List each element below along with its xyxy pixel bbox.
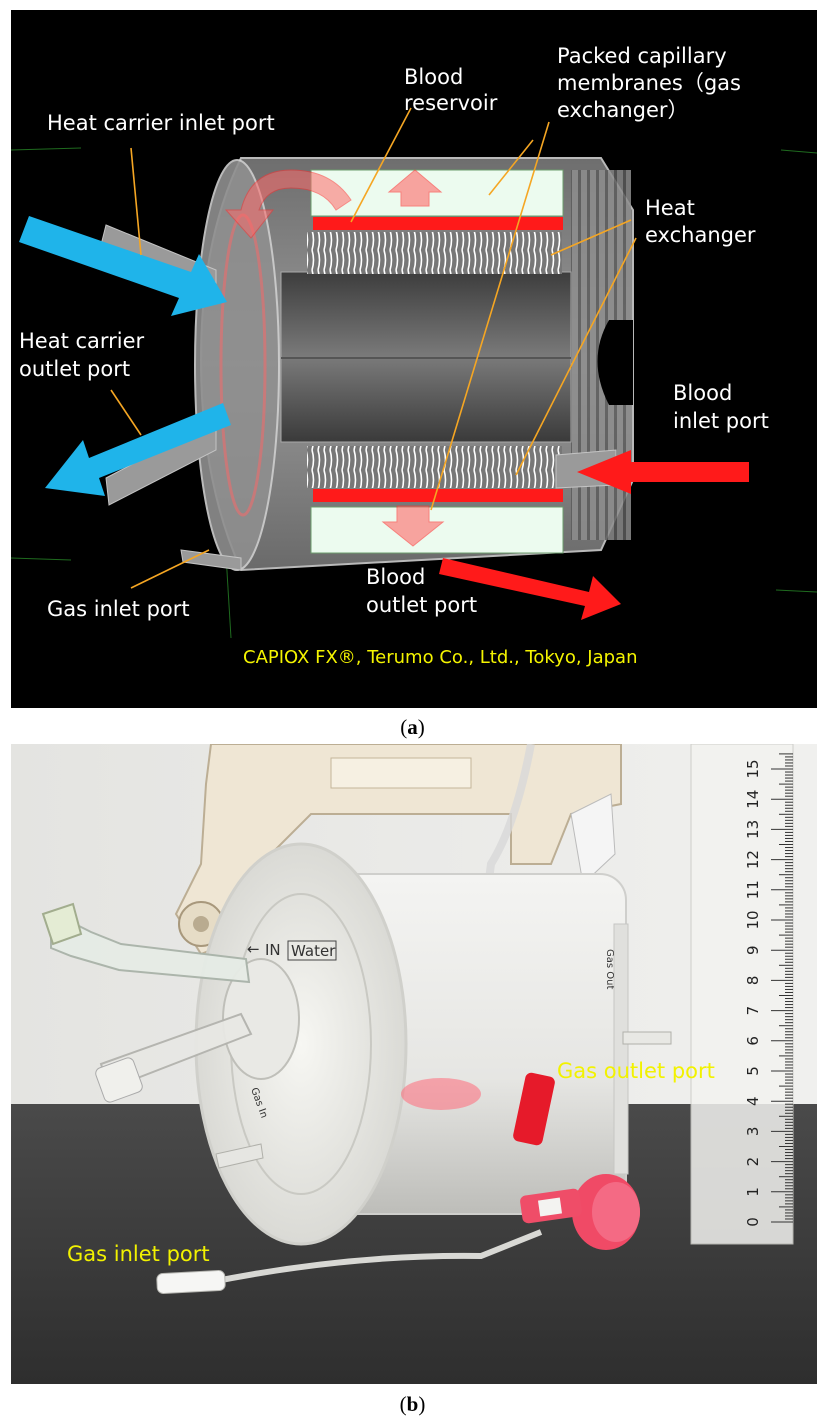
ruler-label: 1 (744, 1187, 762, 1197)
panel-a-cutaway-diagram: Heat carrier inlet port Blood reservoir … (10, 10, 818, 708)
ruler-label: 4 (744, 1096, 762, 1106)
caption-a: (a) (400, 715, 425, 739)
marking-water: Water (291, 942, 336, 960)
label-heat-carrier-outlet-line2: outlet port (19, 357, 130, 381)
label-packed-membranes-line2: membranes（gas (557, 71, 741, 95)
ruler-label: 12 (744, 850, 762, 869)
label-heat-exchanger-line1: Heat (645, 196, 695, 220)
caption-b-letter: b (406, 1392, 419, 1416)
label-blood-outlet-line2: outlet port (366, 593, 477, 617)
heat-carrier-inlet-arrow (19, 216, 227, 316)
red-caps (513, 1072, 640, 1250)
cutaway-svg: Heat carrier inlet port Blood reservoir … (10, 44, 818, 668)
ruler-label: 14 (744, 790, 762, 809)
marking-gas-out: Gas Out (604, 949, 615, 989)
device-markings: ← IN Water Gas In Gas Out (247, 940, 615, 1120)
marking-in: IN (265, 941, 281, 959)
ruler-label: 13 (744, 820, 762, 839)
label-heat-carrier-inlet-port: Heat carrier inlet port (47, 111, 275, 135)
oxygenator-drum (194, 842, 629, 1246)
scene-guide-lines (10, 147, 818, 639)
ruler-label: 9 (744, 945, 762, 955)
label-packed-membranes-line3: exchanger） (557, 98, 689, 122)
label-gas-inlet-port-b: Gas inlet port (67, 1242, 210, 1266)
blood-outlet-arrow (439, 558, 621, 620)
ruler-label: 5 (744, 1066, 762, 1076)
ruler-label: 11 (744, 880, 762, 899)
caption-b: (b) (399, 1392, 426, 1416)
ruler-label: 2 (744, 1157, 762, 1167)
label-blood-inlet-line1: Blood (673, 381, 732, 405)
ruler-label: 6 (744, 1036, 762, 1046)
blood-inlet-arrow (577, 450, 749, 494)
membrane-down-arrow (381, 505, 445, 547)
label-gas-outlet-port: Gas outlet port (557, 1059, 715, 1083)
label-packed-membranes-line1: Packed capillary (557, 44, 727, 68)
label-heat-exchanger-line2: exchanger (645, 223, 756, 247)
label-blood-reservoir-line1: Blood (404, 65, 463, 89)
label-blood-inlet-line2: inlet port (673, 409, 769, 433)
ruler-label: 3 (744, 1127, 762, 1137)
top-tube (477, 743, 535, 945)
label-gas-inlet-port: Gas inlet port (47, 597, 190, 621)
heat-carrier-outlet-arrow (45, 403, 231, 496)
label-blood-reservoir-line2: reservoir (404, 91, 498, 115)
ruler-label: 0 (744, 1217, 762, 1227)
caption-a-letter: a (407, 715, 418, 739)
gas-inlet-tube (156, 1229, 543, 1294)
inlet-connectors (41, 902, 672, 1169)
ruler-label: 10 (744, 910, 762, 929)
blood-reservoir-curved-arrow (224, 169, 352, 239)
mounting-bracket (174, 743, 622, 956)
label-heat-carrier-outlet-line1: Heat carrier (19, 329, 145, 353)
marking-in-arrow: ← (247, 940, 260, 958)
ruler-label: 7 (744, 1006, 762, 1016)
ruler-label: 8 (744, 976, 762, 986)
label-manufacturer-credit: CAPIOX FX®, Terumo Co., Ltd., Tokyo, Jap… (243, 647, 637, 668)
label-blood-outlet-line1: Blood (366, 565, 425, 589)
leader-lines (110, 107, 637, 589)
membrane-up-arrow (387, 169, 443, 207)
ruler-label: 15 (744, 759, 762, 778)
